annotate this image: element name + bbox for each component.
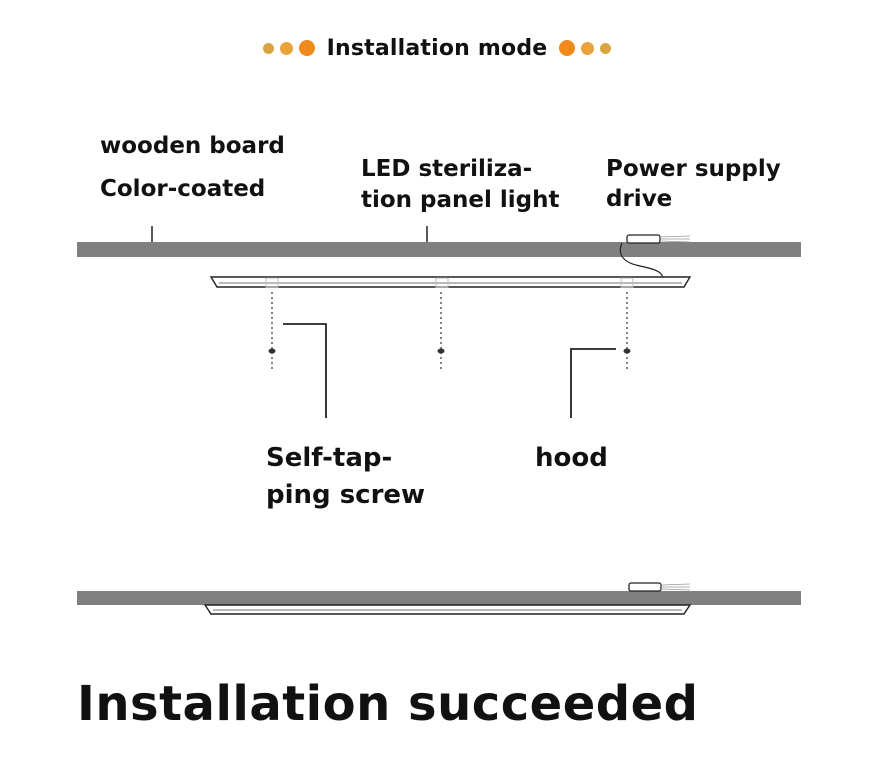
led-panel-light-installed [203,604,692,615]
decor-dot-icon [262,42,274,54]
label-led-line1: LED steriliza- [361,156,533,182]
leader-line [570,348,616,418]
label-hood: hood [535,443,608,473]
power-supply-drive-icon [628,582,691,592]
label-color-coated: Color-coated [100,176,266,202]
header-title: Installation mode [326,35,548,61]
label-power-line1: Power supply [606,156,781,182]
decor-dot-icon [559,40,576,56]
label-power-line2: drive [606,186,673,212]
label-screw-line1: Self-tap- [266,443,393,473]
power-supply-drive-icon [626,234,691,244]
power-wire [619,242,664,281]
label-screw-line2: ping screw [266,480,426,510]
self-tapping-screw-icon [268,292,631,372]
section-header: Installation mode [0,30,874,66]
leader-line [283,323,327,418]
led-panel-light [209,276,692,288]
decor-dot-icon [279,41,293,55]
decor-dot-icon [600,42,612,54]
footer-title: Installation succeeded [77,676,699,732]
hood-icon [265,277,634,288]
ceiling-board-installed [77,591,801,605]
label-wooden-board: wooden board [100,133,285,159]
decor-dot-icon [581,41,595,55]
decor-dot-icon [298,40,315,56]
label-led-line2: tion panel light [361,187,560,213]
ceiling-board [77,242,801,257]
